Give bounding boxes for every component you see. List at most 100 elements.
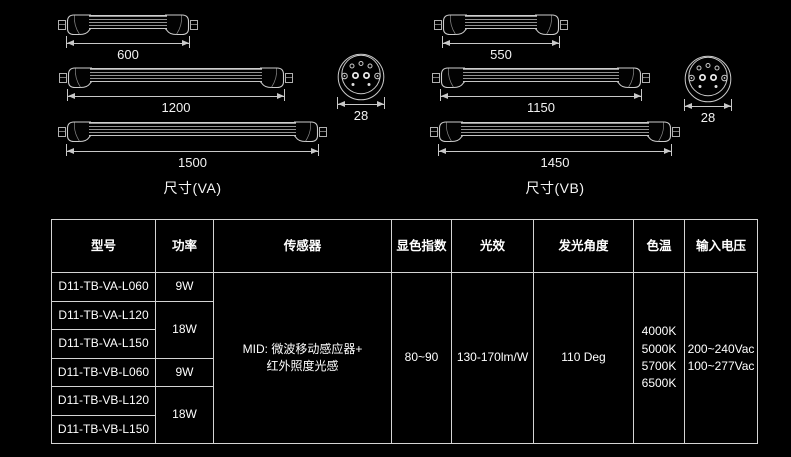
tube-endcap-right [260,67,285,89]
model-cell: D11-TB-VA-L120 [51,300,156,330]
dimension-line [441,93,641,99]
voltage-option: 100~277Vac [687,359,755,373]
dimension-label: 1450 [540,155,570,170]
power-cell: 18W [155,300,214,359]
end-view-vb: 28 [684,55,732,125]
col-header-power: 功率 [155,219,214,273]
cct-option: 6500K [641,376,677,391]
model-cell: D11-TB-VA-L150 [51,329,156,359]
tube-drawing-vb-1150 [432,67,650,89]
tube-endcap-right [617,67,642,89]
sensor-line-2: 红外照度光感 [266,359,339,373]
model-cell: D11-TB-VB-L150 [51,414,156,444]
table-header-row: 型号 功率 传感器 显色指数 光效 发光角度 色温 输入电压 [51,219,758,273]
dimension-vb-1450: 1450 [438,144,672,174]
dimension-va-endview: 28 [337,97,385,127]
sensor-line-1: MID: 微波移动感应器+ [242,341,363,356]
tube-pin-left [58,20,66,30]
tube-pin-right [319,127,327,137]
tube-pin-right [642,73,650,83]
col-header-cri: 显色指数 [391,219,452,273]
efficacy-cell: 130-170lm/W [451,272,534,444]
caption-vb: 尺寸(VB) [525,180,585,196]
tube-pin-left [432,73,440,83]
table-row: D11-TB-VB-L120 18W [51,386,758,444]
table-row: D11-TB-VA-L150 [51,329,758,359]
dimension-va-1200: 1200 [67,89,285,119]
model-cell: D11-TB-VA-L060 [51,272,156,302]
model-cell: D11-TB-VB-L060 [51,357,156,387]
col-header-voltage: 输入电压 [684,219,758,273]
dimension-label: 1150 [527,100,555,115]
dimension-label: 1200 [161,100,191,115]
col-header-beam-angle: 发光角度 [533,219,634,273]
power-cell: 18W [155,386,214,444]
tube-pin-left [430,127,438,137]
cct-cell: 4000K 5000K 5700K 6500K [633,272,685,444]
dimension-line [67,148,318,154]
dimension-label: 600 [117,47,139,62]
tube-pin-right [672,127,680,137]
power-cell: 9W [155,272,214,302]
tube-body [90,67,262,82]
dimension-line [67,40,189,46]
cri-cell: 80~90 [391,272,452,444]
tube-pin-left [434,20,442,30]
beam-angle-cell: 110 Deg [533,272,634,444]
dimension-line [443,40,559,46]
tube-pin-right [285,73,293,83]
sensor-cell: MID: 微波移动感应器+ 红外照度光感 [213,272,392,444]
dimension-label: 28 [353,108,369,123]
col-header-sensor: 传感器 [213,219,392,273]
tube-endcap-left [66,14,91,36]
tube-drawing-vb-1450 [430,121,680,143]
dimension-vb-endview: 28 [684,99,732,129]
tube-endcap-right [294,121,319,143]
col-header-model: 型号 [51,219,156,273]
dimension-line [68,93,284,99]
dimension-line [685,103,731,109]
tube-body [89,121,296,136]
dimension-line [439,148,671,154]
tube-endcap-left [66,121,91,143]
cct-option: 5700K [641,359,677,373]
col-header-efficacy: 光效 [451,219,534,273]
tube-pin-left [59,73,67,83]
tube-drawing-vb-550 [434,14,568,36]
cct-option: 5000K [641,341,677,356]
dimension-label: 1500 [178,155,207,170]
dimension-label: 550 [490,47,512,62]
power-cell: 9W [155,357,214,387]
voltage-option: 200~240Vac [687,341,755,356]
dimension-vb-1150: 1150 [440,89,642,119]
table-row: D11-TB-VB-L150 [51,414,758,444]
tube-endcap-left [440,67,465,89]
caption-va: 尺寸(VA) [163,180,222,196]
tube-pin-right [190,20,198,30]
dimension-va-600: 600 [66,36,190,66]
tube-endcap-right [535,14,560,36]
tube-drawing-va-600 [58,14,198,36]
end-view-drawing [337,53,385,101]
voltage-cell: 200~240Vac 100~277Vac [684,272,758,444]
end-view-va: 28 [337,53,385,123]
tube-drawing-va-1200 [59,67,293,89]
dimension-va-1500: 1500 [66,144,319,174]
tube-body [461,121,649,136]
spec-table: 型号 功率 传感器 显色指数 光效 发光角度 色温 输入电压 D11-TB-VA… [51,219,758,444]
dimension-line [338,101,384,107]
table-row: D11-TB-VB-L060 9W [51,357,758,387]
tube-endcap-left [442,14,467,36]
col-header-cct: 色温 [633,219,685,273]
tube-body [89,14,167,29]
tube-endcap-right [165,14,190,36]
cct-option: 4000K [641,324,677,339]
tube-body [465,14,537,29]
model-cell: D11-TB-VB-L120 [51,386,156,416]
dimension-vb-550: 550 [442,36,560,66]
table-row: D11-TB-VA-L120 18W [51,300,758,359]
tube-endcap-left [67,67,92,89]
table-row: D11-TB-VA-L060 9W MID: 微波移动感应器+ 红外照度光感 8… [51,272,758,444]
tube-pin-left [58,127,66,137]
